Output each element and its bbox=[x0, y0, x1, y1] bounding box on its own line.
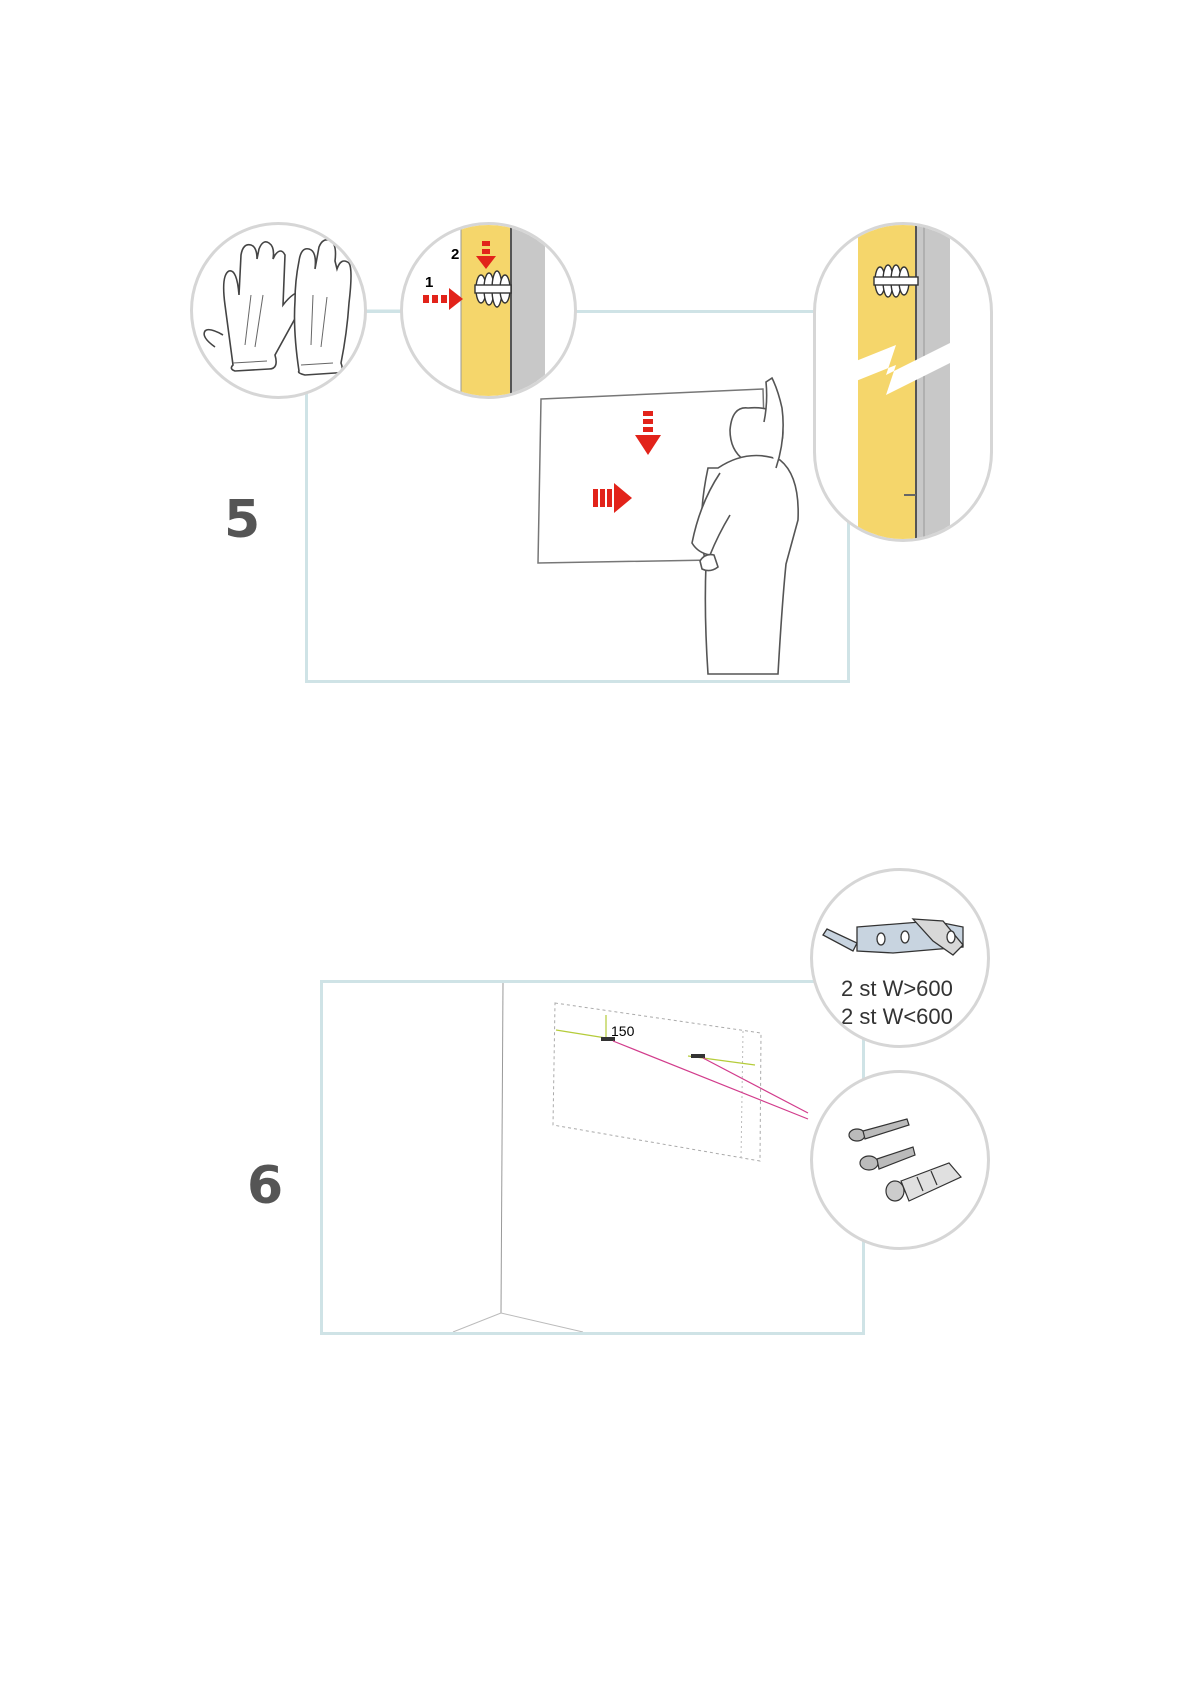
step-5-scene-art bbox=[537, 376, 799, 675]
step-6-scene: 150 bbox=[320, 980, 865, 1335]
callout-1: 1 bbox=[425, 274, 433, 291]
bracket-mark-left bbox=[601, 1037, 615, 1041]
fasteners-art bbox=[848, 1118, 962, 1202]
bracket-detail: 2 st W>600 2 st W<600 bbox=[810, 868, 990, 1048]
step-5-scene bbox=[305, 310, 850, 683]
wall-plug-detail: 1 2 bbox=[400, 222, 577, 399]
anchor-icon bbox=[885, 1162, 962, 1202]
arrow-icon bbox=[593, 411, 661, 513]
wall-plug-icon: 1 2 bbox=[423, 225, 545, 396]
gloves-detail bbox=[190, 222, 367, 399]
quantity-w-less: 2 st W<600 bbox=[841, 1004, 953, 1029]
bracket-icon bbox=[822, 918, 964, 956]
screw-icon bbox=[848, 1118, 916, 1171]
gloves-icon bbox=[203, 239, 352, 376]
quantity-w-greater: 2 st W>600 bbox=[841, 976, 953, 1001]
step-6-scene-art: 150 bbox=[452, 983, 809, 1332]
callout-2: 2 bbox=[451, 246, 459, 263]
bracket-mark-right bbox=[691, 1054, 705, 1058]
wall-section-art bbox=[846, 225, 966, 539]
step-5-number: 5 bbox=[224, 490, 261, 550]
step-6-number: 6 bbox=[247, 1156, 284, 1216]
wall-section-detail bbox=[813, 222, 993, 542]
dimension-150: 150 bbox=[611, 1023, 635, 1039]
fasteners-detail bbox=[810, 1070, 990, 1250]
installer-figure bbox=[691, 376, 799, 675]
